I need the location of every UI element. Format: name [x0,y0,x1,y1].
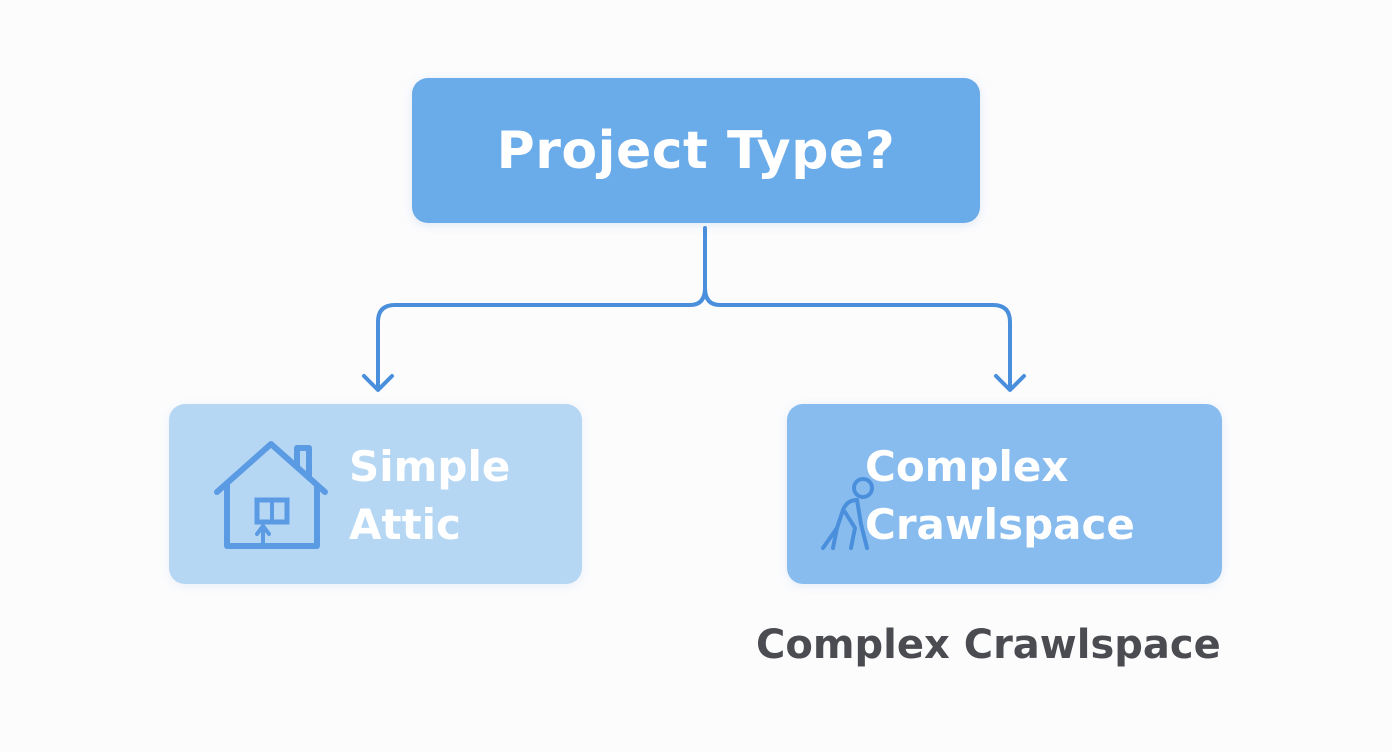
complex-crawlspace-node: Complex Crawlspace [787,404,1222,584]
diagram-caption: Complex Crawlspace [756,622,1221,668]
simple-attic-node: Simple Attic [169,404,582,584]
complex-crawlspace-line-2: Crawlspace [865,500,1135,549]
complex-crawlspace-line-1: Complex [865,442,1069,491]
right-branch-line [703,286,1012,390]
right-arrowhead [994,374,1026,392]
simple-attic-line-2: Attic [349,500,461,549]
left-arrowhead [362,374,394,392]
crawling-person-icon [821,477,874,550]
root-stem-line [376,226,707,390]
project-type-node: Project Type? [412,78,980,223]
simple-attic-line-1: Simple [349,442,511,491]
project-type-label: Project Type? [496,120,896,181]
complex-crawlspace-label: Complex Crawlspace [865,438,1135,554]
house-icon [214,441,328,549]
simple-attic-label: Simple Attic [349,438,510,554]
